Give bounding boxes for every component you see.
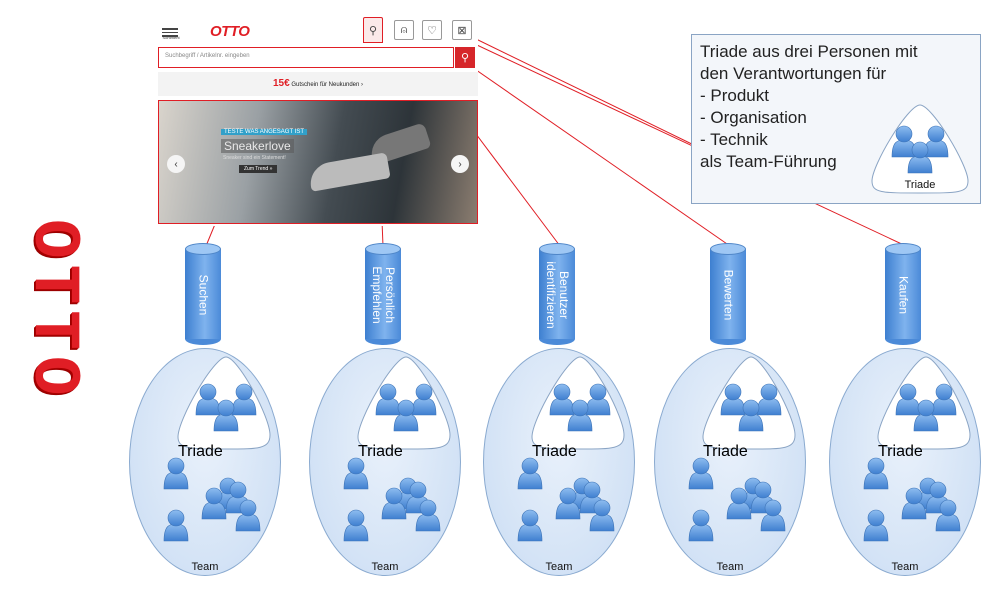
person-icon [760,499,786,532]
hero-banner[interactable]: TESTE WAS ANGESAGT IST Sneakerlove Sneak… [158,100,478,224]
info-text: Triade aus drei Personen mit den Verantw… [700,42,918,171]
person-icon [235,499,261,532]
triad-label: Triade [904,179,936,191]
person-icon [863,509,889,542]
person-icon [343,509,369,542]
person-icon [415,499,441,532]
triad-label: Triade [532,443,577,460]
triad-label: Triade [358,443,403,460]
search-placeholder: Suchbegriff / Artikelnr. eingeben [165,53,250,59]
link-rate [429,37,731,247]
person-icon [201,487,227,520]
user-icon[interactable]: ⍝ [394,20,414,40]
team-label: Team [545,561,573,573]
otto-logo[interactable]: OTTO [210,23,250,40]
banner-cta[interactable]: Zum Trend » [239,165,278,173]
person-icon [393,399,419,432]
person-icon [213,399,239,432]
team-label: Team [891,561,919,573]
person-icon [231,383,257,416]
link-buy [461,37,907,247]
search-button[interactable]: ⚲ [455,47,475,68]
function-label: Bewerten [721,269,736,321]
function-cylinder: Persönlich Empfehlen [365,243,401,345]
hamburger-menu-icon[interactable] [162,26,178,40]
cart-icon[interactable]: ⊠ [452,20,472,40]
person-icon [895,383,921,416]
promo-bar[interactable]: 15€ Gutschein für Neukunden › [158,72,478,96]
person-icon [411,383,437,416]
otto-website-mockup: Sortiment OTTO ⚲ ⍝ ♡ ⊠ Suchbegriff / Art… [158,17,478,226]
team-members [517,356,625,542]
team-label: Team [371,561,399,573]
heart-icon[interactable]: ♡ [422,20,442,40]
triad-shape [871,104,969,194]
chevron-right-icon[interactable]: › [451,155,469,173]
function-cylinder: Benutzer identifizieren [539,243,575,345]
triad-label: Triade [178,443,223,460]
person-icon [720,383,746,416]
person-icon [517,457,543,490]
function-cylinder: Bewerten [710,243,746,345]
search-icon[interactable]: ⚲ [363,17,383,43]
chevron-left-icon[interactable]: ‹ [167,155,185,173]
person-icon [163,457,189,490]
person-icon [863,457,889,490]
function-label: Kaufen [896,275,911,315]
person-icon [163,509,189,542]
person-icon [913,399,939,432]
team-label: Team [191,561,219,573]
person-icon [935,499,961,532]
triad-info-box: Triade aus drei Personen mit den Verantw… [691,34,981,204]
person-icon [343,457,369,490]
search-input[interactable]: Suchbegriff / Artikelnr. eingeben [158,47,454,68]
banner-subline: Sneaker sind ein Statement! [223,155,286,161]
team-members [688,356,796,542]
banner-headline: Sneakerlove [221,139,294,153]
info-triad: Triade [870,103,970,195]
promo-text: Gutschein für Neukunden › [291,82,364,88]
sortiment-label: Sortiment [162,35,180,40]
triad-label: Triade [878,443,923,460]
triad-label: Triade [703,443,748,460]
link-infobox [473,37,701,149]
person-icon [225,481,251,514]
person-icon [688,457,714,490]
person-icon [381,487,407,520]
function-label: Suchen [196,274,211,316]
promo-amount: 15€ [272,78,290,89]
person-icon [907,141,933,174]
person-icon [555,487,581,520]
person-icon [931,383,957,416]
person-icon [738,399,764,432]
person-icon [567,399,593,432]
function-label: Persönlich Empfehlen [370,266,397,324]
person-icon [756,383,782,416]
team-members [163,356,271,542]
function-cylinder: Kaufen [885,243,921,345]
person-icon [549,383,575,416]
person-icon [375,383,401,416]
team-members [863,356,971,542]
person-icon [901,487,927,520]
person-icon [195,383,221,416]
person-icon [585,383,611,416]
person-icon [589,499,615,532]
function-cylinder: Suchen [185,243,221,345]
team-label: Team [716,561,744,573]
person-icon [726,487,752,520]
team-members [343,356,451,542]
person-icon [923,125,949,158]
sneaker-image [307,152,391,192]
function-label: Benutzer identifizieren [544,261,571,329]
person-icon [688,509,714,542]
banner-badge: TESTE WAS ANGESAGT IST [221,129,308,135]
person-icon [517,509,543,542]
